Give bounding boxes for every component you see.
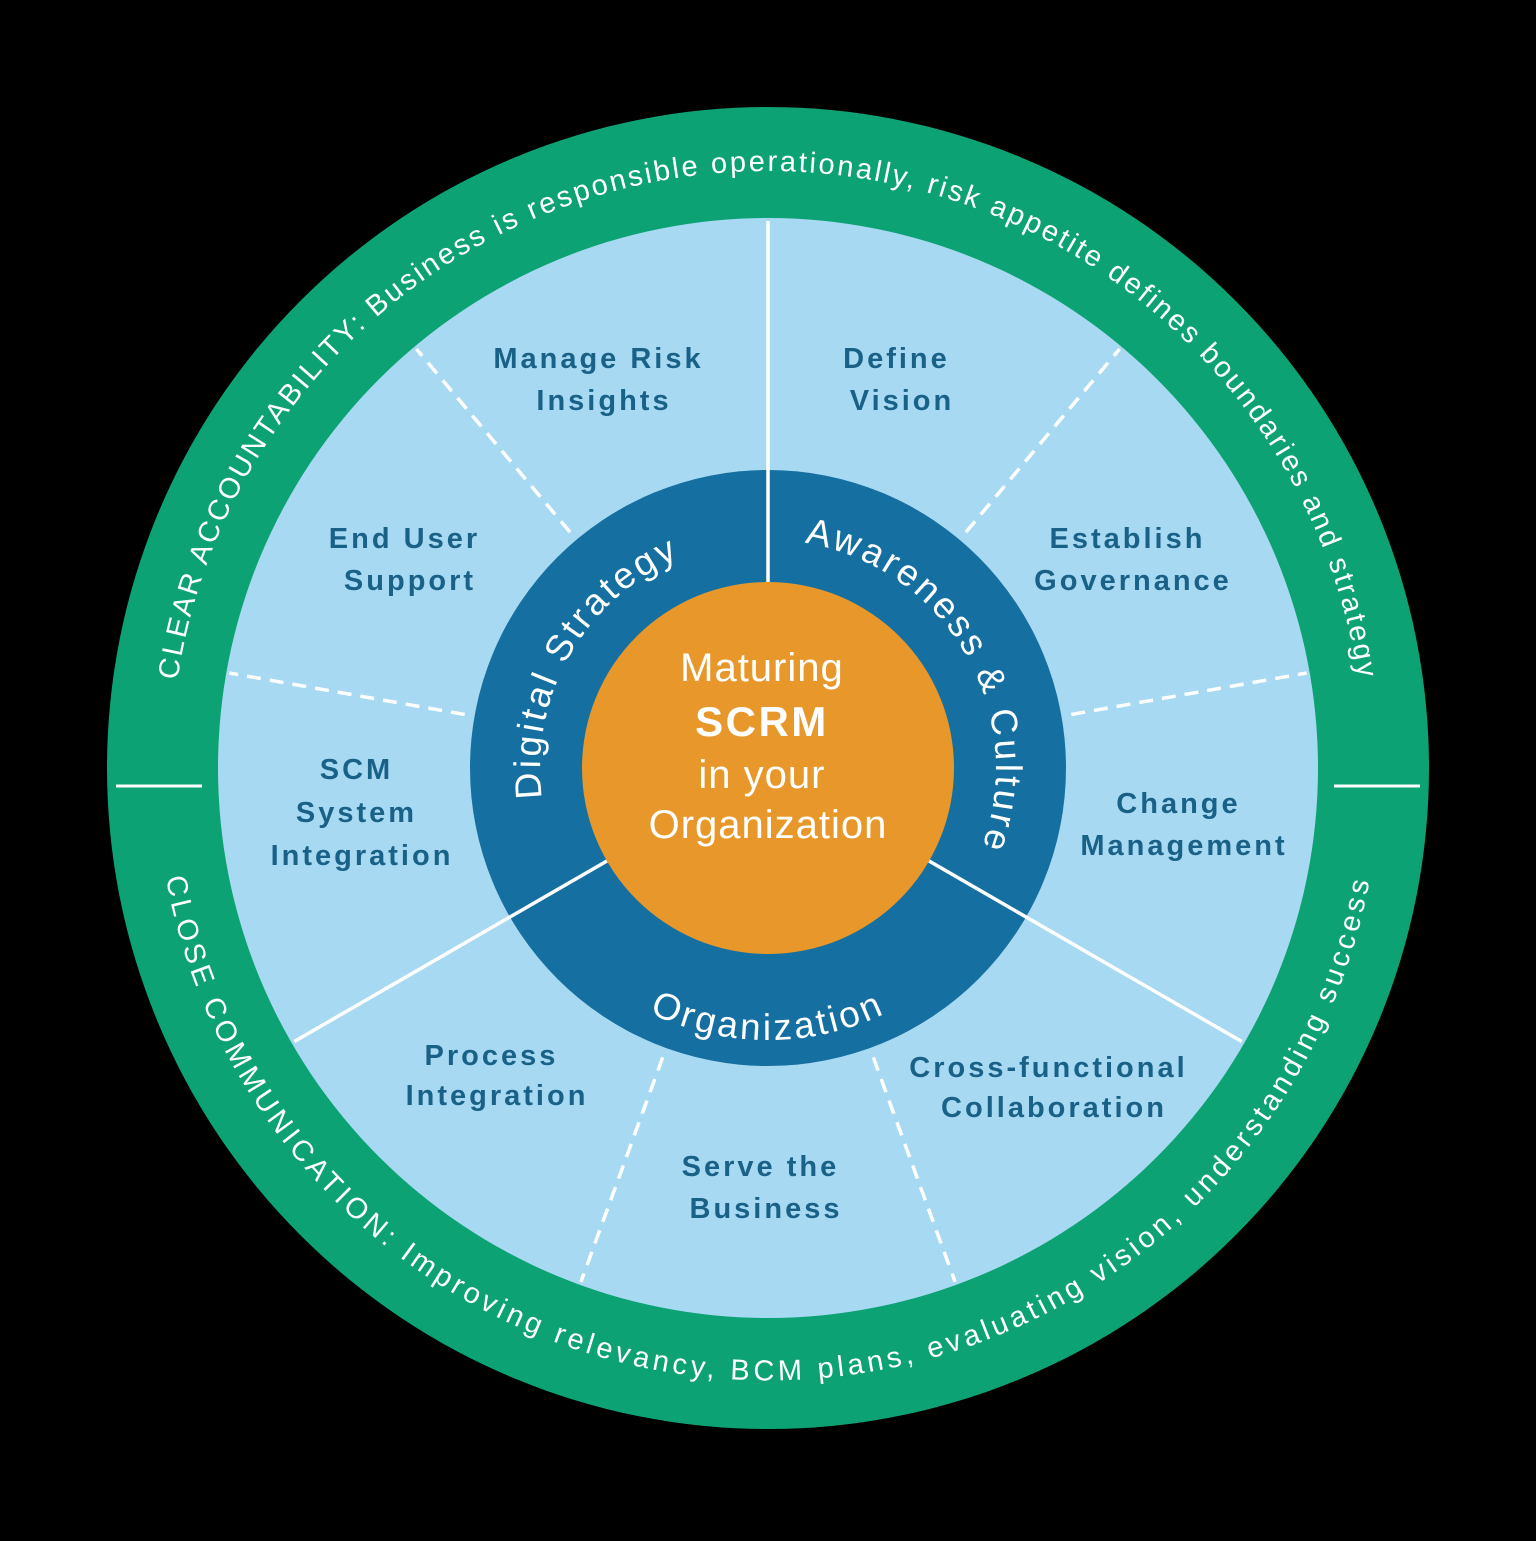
center-title-line-3: in your [698, 753, 825, 797]
segment-label-end-user-support: End User Support [329, 523, 491, 597]
segment-divider-dashed-320 [415, 347, 572, 534]
segment-divider-dashed-40 [964, 347, 1121, 534]
sector-divider-line-lower-left [293, 859, 608, 1044]
center-title: Maturing SCRM in your Organization [649, 646, 888, 847]
segment-label-change-management: Change Management [1080, 788, 1287, 862]
segment-label-serve-the-business: Serve the Business [682, 1151, 851, 1225]
center-title-line-1: Maturing [680, 646, 844, 690]
segment-divider-dashed-160 [871, 1056, 957, 1283]
segment-divider-dashed-200 [579, 1056, 665, 1283]
sector-divider-line-lower-right [928, 859, 1243, 1044]
segment-divider-dashed-280 [228, 671, 466, 717]
segment-label-establish-governance: Establish Governance [1034, 523, 1232, 597]
segment-label-scm-system-integration: SCM System Integration [271, 754, 454, 872]
segment-label-process-integration: Process Integration [406, 1040, 589, 1112]
center-circle [582, 582, 954, 954]
sector-divider-lines [293, 221, 1243, 1044]
segment-label-define-vision: Define Vision [843, 343, 961, 417]
segment-divider-lines [228, 347, 1308, 1283]
center-title-line-4: Organization [649, 803, 888, 847]
segment-label-manage-risk-insights: Manage Risk Insights [493, 343, 714, 417]
segment-label-cross-functional-collaboration: Cross-functional Collaboration [909, 1052, 1198, 1124]
center-title-scrm: SCRM [695, 698, 829, 745]
segment-divider-dashed-80 [1070, 671, 1308, 717]
